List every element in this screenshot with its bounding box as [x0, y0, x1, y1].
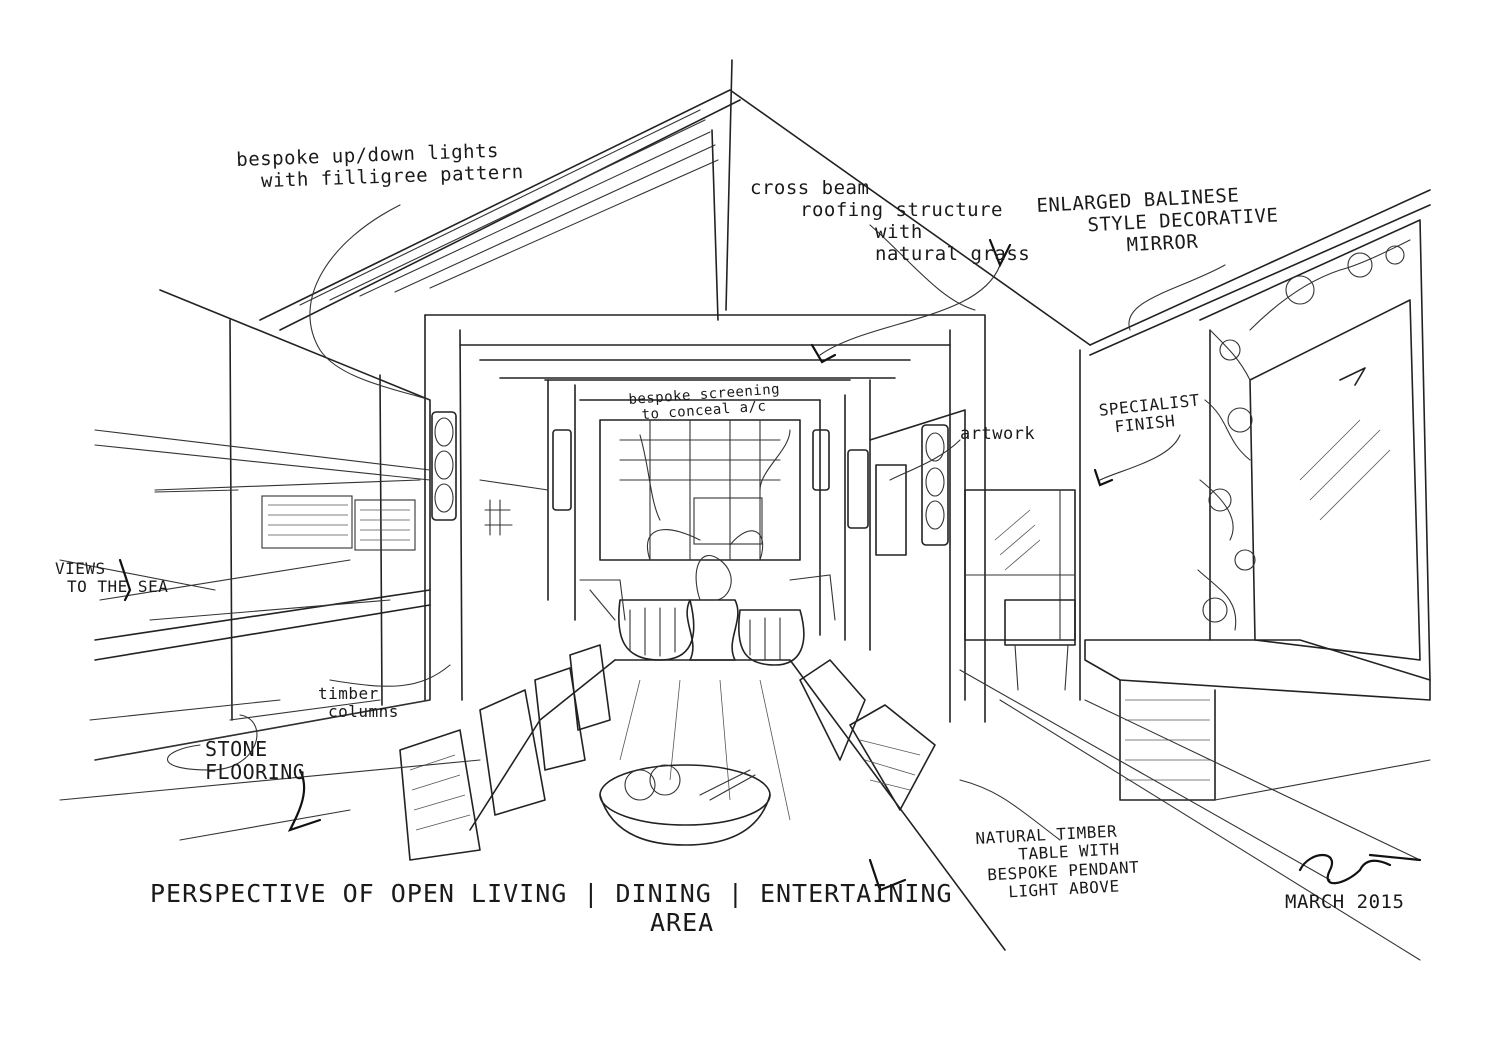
lounge-area [579, 529, 836, 666]
left-timber-column [424, 314, 986, 723]
note-line: timber [318, 684, 379, 703]
decorative-mirror [1197, 219, 1431, 681]
right-room [869, 349, 1081, 701]
date-text: march 2015 [1285, 891, 1405, 913]
note-line: views [55, 559, 106, 578]
note-line: to the sea [67, 577, 169, 597]
artist-signature [1298, 853, 1422, 885]
note-line: flooring [205, 760, 306, 784]
dining-table [399, 644, 1006, 951]
title-line: area [650, 907, 715, 937]
note-line: stone [205, 737, 268, 761]
note-dining-table: natural timber table with bespoke pendan… [975, 822, 1141, 904]
corridor-frames [479, 359, 911, 651]
note-line: columns [328, 702, 399, 722]
note-artwork: artwork [960, 424, 1036, 445]
note-stone-flooring: stone flooring [205, 738, 305, 784]
note-line: with [875, 220, 923, 243]
note-line: natural grass [875, 242, 1031, 265]
note-roof-structure: cross beam roofing structure with natura… [750, 177, 1031, 265]
note-timber-columns: timber columns [318, 684, 399, 722]
roof-structure [259, 59, 1431, 356]
leader-lines [166, 204, 1226, 892]
note-line: cross beam [750, 177, 870, 199]
note-line: roofing structure [800, 198, 1003, 221]
title-line: perspective of open living | dining | en… [150, 879, 953, 908]
floor-lines [59, 669, 1421, 961]
note-views-to-sea: views to the sea [55, 559, 169, 597]
note-line: artwork [960, 424, 1036, 444]
note-decorative-mirror: enlarged balinese style decorative mirro… [1036, 183, 1280, 261]
console-table [1084, 639, 1431, 801]
drawing-date: march 2015 [1285, 891, 1405, 914]
drawing-title: perspective of open living | dining | en… [150, 879, 953, 938]
